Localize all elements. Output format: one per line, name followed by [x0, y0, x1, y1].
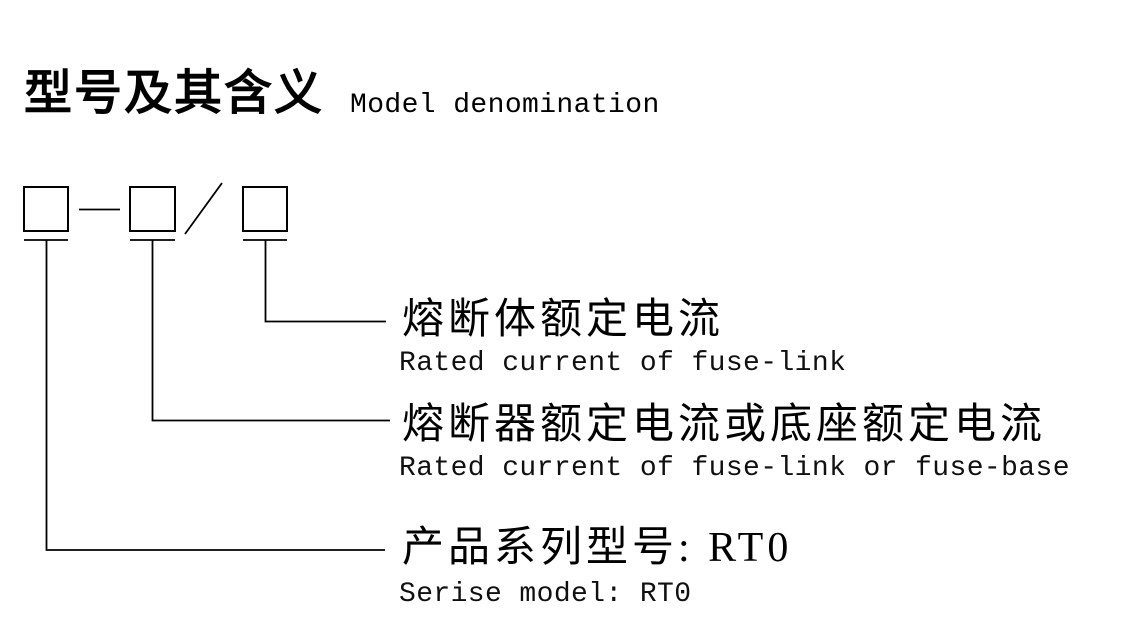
- label-fuse-base-current-en: Rated current of fuse-link or fuse-base: [399, 453, 1070, 484]
- label-fuse-link-current-cn: 熔断体额定电流: [402, 297, 725, 343]
- label-series-model-en: Serise model: RT0: [399, 579, 692, 610]
- connector-link-rating: [264, 240, 386, 323]
- model-code-box-series: [23, 186, 69, 232]
- model-code-box-fuse-rating: [129, 186, 176, 232]
- label-fuse-link-current-en: Rated current of fuse-link: [399, 348, 847, 379]
- label-fuse-base-current-cn: 熔断器额定电流或底座额定电流: [402, 402, 1047, 448]
- model-code-box-link-rating: [242, 186, 288, 232]
- connector-series: [45, 240, 385, 551]
- slash-separator-line: [184, 182, 223, 235]
- connector-fuse-rating: [151, 240, 390, 422]
- label-series-model-cn: 产品系列型号: RT0: [402, 525, 793, 571]
- page-subtitle: Model denomination: [350, 90, 660, 121]
- page-title: 型号及其含义: [24, 65, 325, 121]
